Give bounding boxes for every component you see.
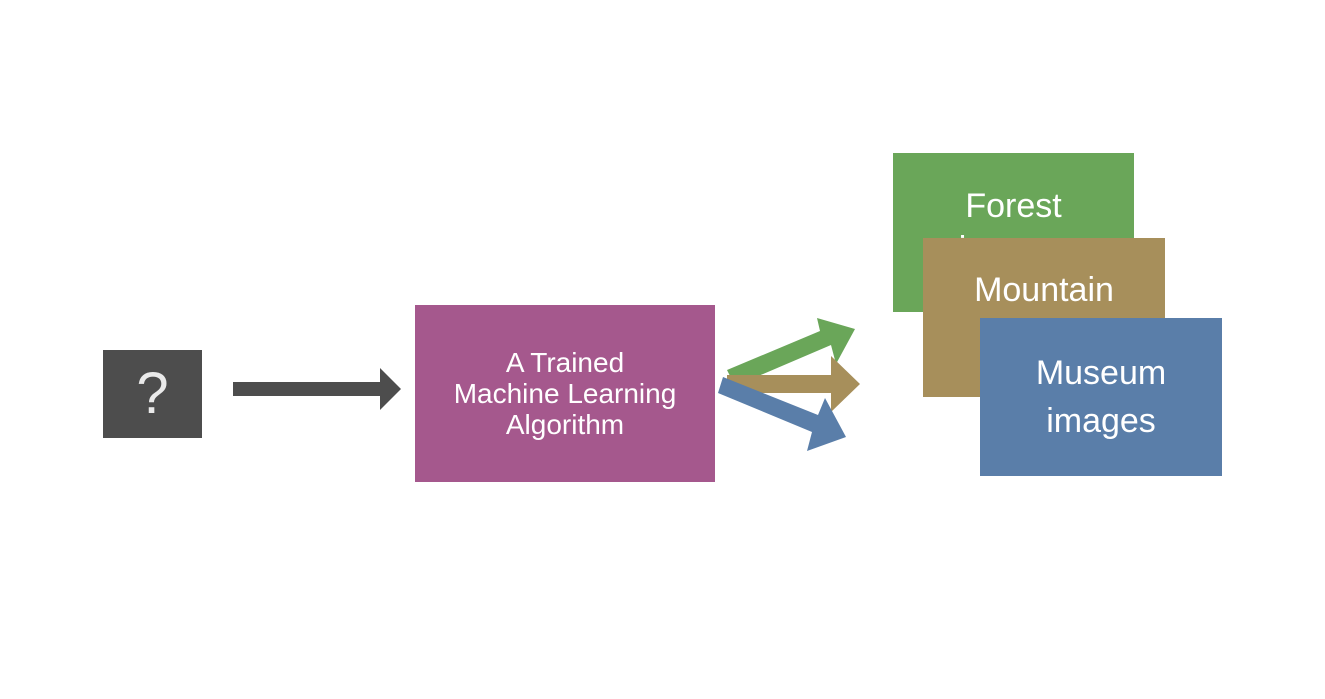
class-label-line-2: images bbox=[1046, 402, 1156, 440]
output-arrow-museum bbox=[718, 377, 846, 451]
input-unknown-box: ? bbox=[103, 350, 202, 438]
output-arrow-mountain bbox=[727, 356, 860, 412]
class-label-line-1: Museum bbox=[1035, 354, 1167, 392]
trained-algorithm-box: A Trained Machine Learning Algorithm bbox=[415, 305, 715, 482]
class-label-line-1: Mountain bbox=[974, 271, 1114, 309]
main-arrow bbox=[233, 368, 401, 410]
question-mark-label: ? bbox=[136, 361, 169, 426]
algorithm-label-line-3: Algorithm bbox=[505, 409, 625, 440]
output-arrow-forest bbox=[727, 318, 855, 386]
algorithm-label-line-1: A Trained bbox=[505, 347, 625, 378]
output-arrows bbox=[718, 318, 860, 451]
algorithm-label-line-2: Machine Learning bbox=[453, 378, 677, 409]
class-label-line-1: Forest bbox=[965, 187, 1062, 225]
class-card-museum: Museum images bbox=[980, 318, 1222, 476]
